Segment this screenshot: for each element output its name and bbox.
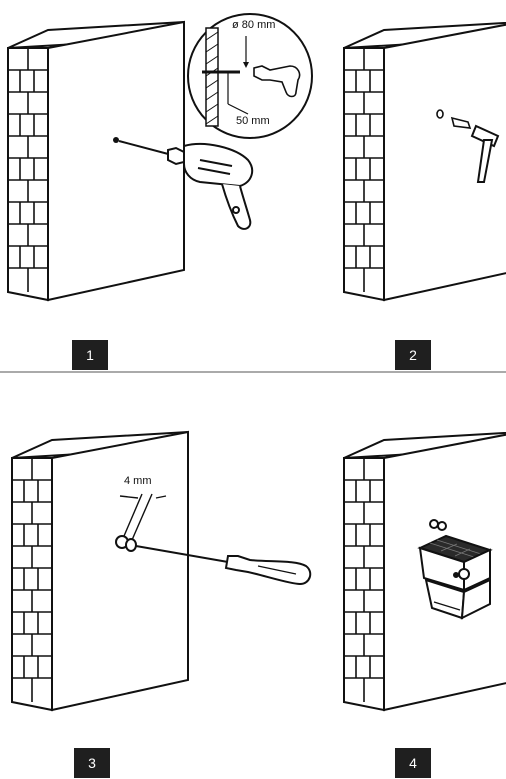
brick-wall (8, 22, 184, 300)
drill-hole-mark (113, 137, 119, 143)
step-4-panel (344, 432, 506, 710)
step-number-badge: 2 (395, 340, 431, 370)
brick-wall (12, 432, 188, 710)
step-number-badge: 1 (72, 340, 108, 370)
step-number-badge: 4 (395, 748, 431, 778)
step-3-panel: 4 mm (12, 432, 310, 710)
step-2-panel (344, 22, 506, 300)
step-1-panel: ø 80 mm 50 mm (8, 14, 312, 300)
hole-detail-inset: ø 80 mm 50 mm (188, 14, 312, 138)
gap-label: 4 mm (124, 475, 152, 487)
hole-diameter-label: ø 80 mm (232, 19, 275, 31)
step-number-badge: 3 (74, 748, 110, 778)
hole-depth-label: 50 mm (236, 115, 270, 127)
